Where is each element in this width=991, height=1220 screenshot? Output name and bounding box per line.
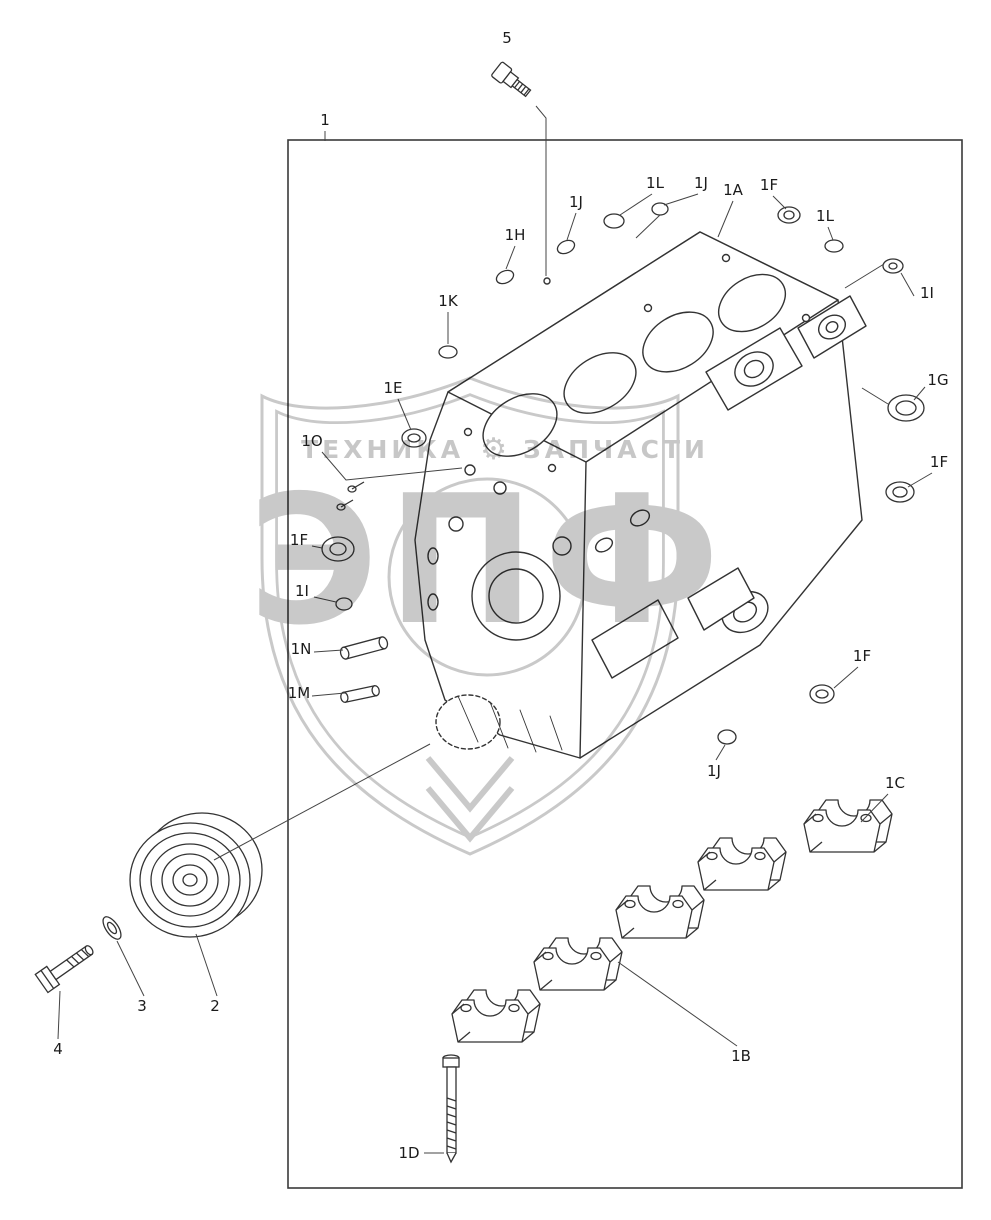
part-label-1n: 1N (290, 640, 312, 658)
part-label-1i: 1I (920, 284, 934, 302)
part-label-1d: 1D (398, 1144, 420, 1162)
part-label-1e: 1E (383, 379, 403, 397)
part-label-1f: 1F (759, 176, 779, 194)
plug-1i-right (882, 258, 904, 274)
part-label-1f: 1F (852, 647, 872, 665)
part-4-bolt (34, 945, 94, 994)
part-label-1o: 1O (301, 432, 323, 450)
part-label-1l: 1L (816, 207, 834, 225)
ring-1f-rightmid (885, 481, 915, 503)
part-label-1m: 1M (287, 684, 311, 702)
part-1d-bolt (442, 1054, 460, 1164)
part-label-1i: 1I (295, 582, 309, 600)
part-label-1: 1 (320, 111, 330, 129)
part-2-pulley (129, 812, 263, 938)
ring-1f-bottom (809, 684, 835, 704)
part-label-1k: 1K (438, 292, 458, 310)
plug-1h (495, 269, 515, 285)
part-label-1a: 1A (723, 181, 743, 199)
part-label-1j: 1J (707, 762, 721, 780)
part-label-5: 5 (502, 29, 512, 47)
part-label-1g: 1G (927, 371, 949, 389)
part-label-3: 3 (137, 997, 147, 1015)
plug-1j (556, 239, 576, 255)
plug-1k (438, 345, 458, 359)
part-label-4: 4 (53, 1040, 63, 1058)
part-3-washer (102, 916, 122, 940)
cap-1l (603, 213, 625, 229)
ring-1g (887, 394, 925, 422)
part-label-1c: 1C (884, 774, 906, 792)
part-5-sensor (491, 61, 532, 98)
part-label-1f: 1F (289, 531, 309, 549)
part-label-1j: 1J (569, 193, 583, 211)
ring-1f-top (777, 206, 801, 224)
part-label-1j: 1J (694, 174, 708, 192)
plug-1j-bottom (717, 729, 737, 745)
part-label-2: 2 (210, 997, 220, 1015)
part-label-1h: 1H (504, 226, 526, 244)
part-label-1l: 1L (646, 174, 664, 192)
plug-1l (824, 239, 844, 253)
part-label-1b: 1B (731, 1047, 751, 1065)
part-label-1f: 1F (929, 453, 949, 471)
